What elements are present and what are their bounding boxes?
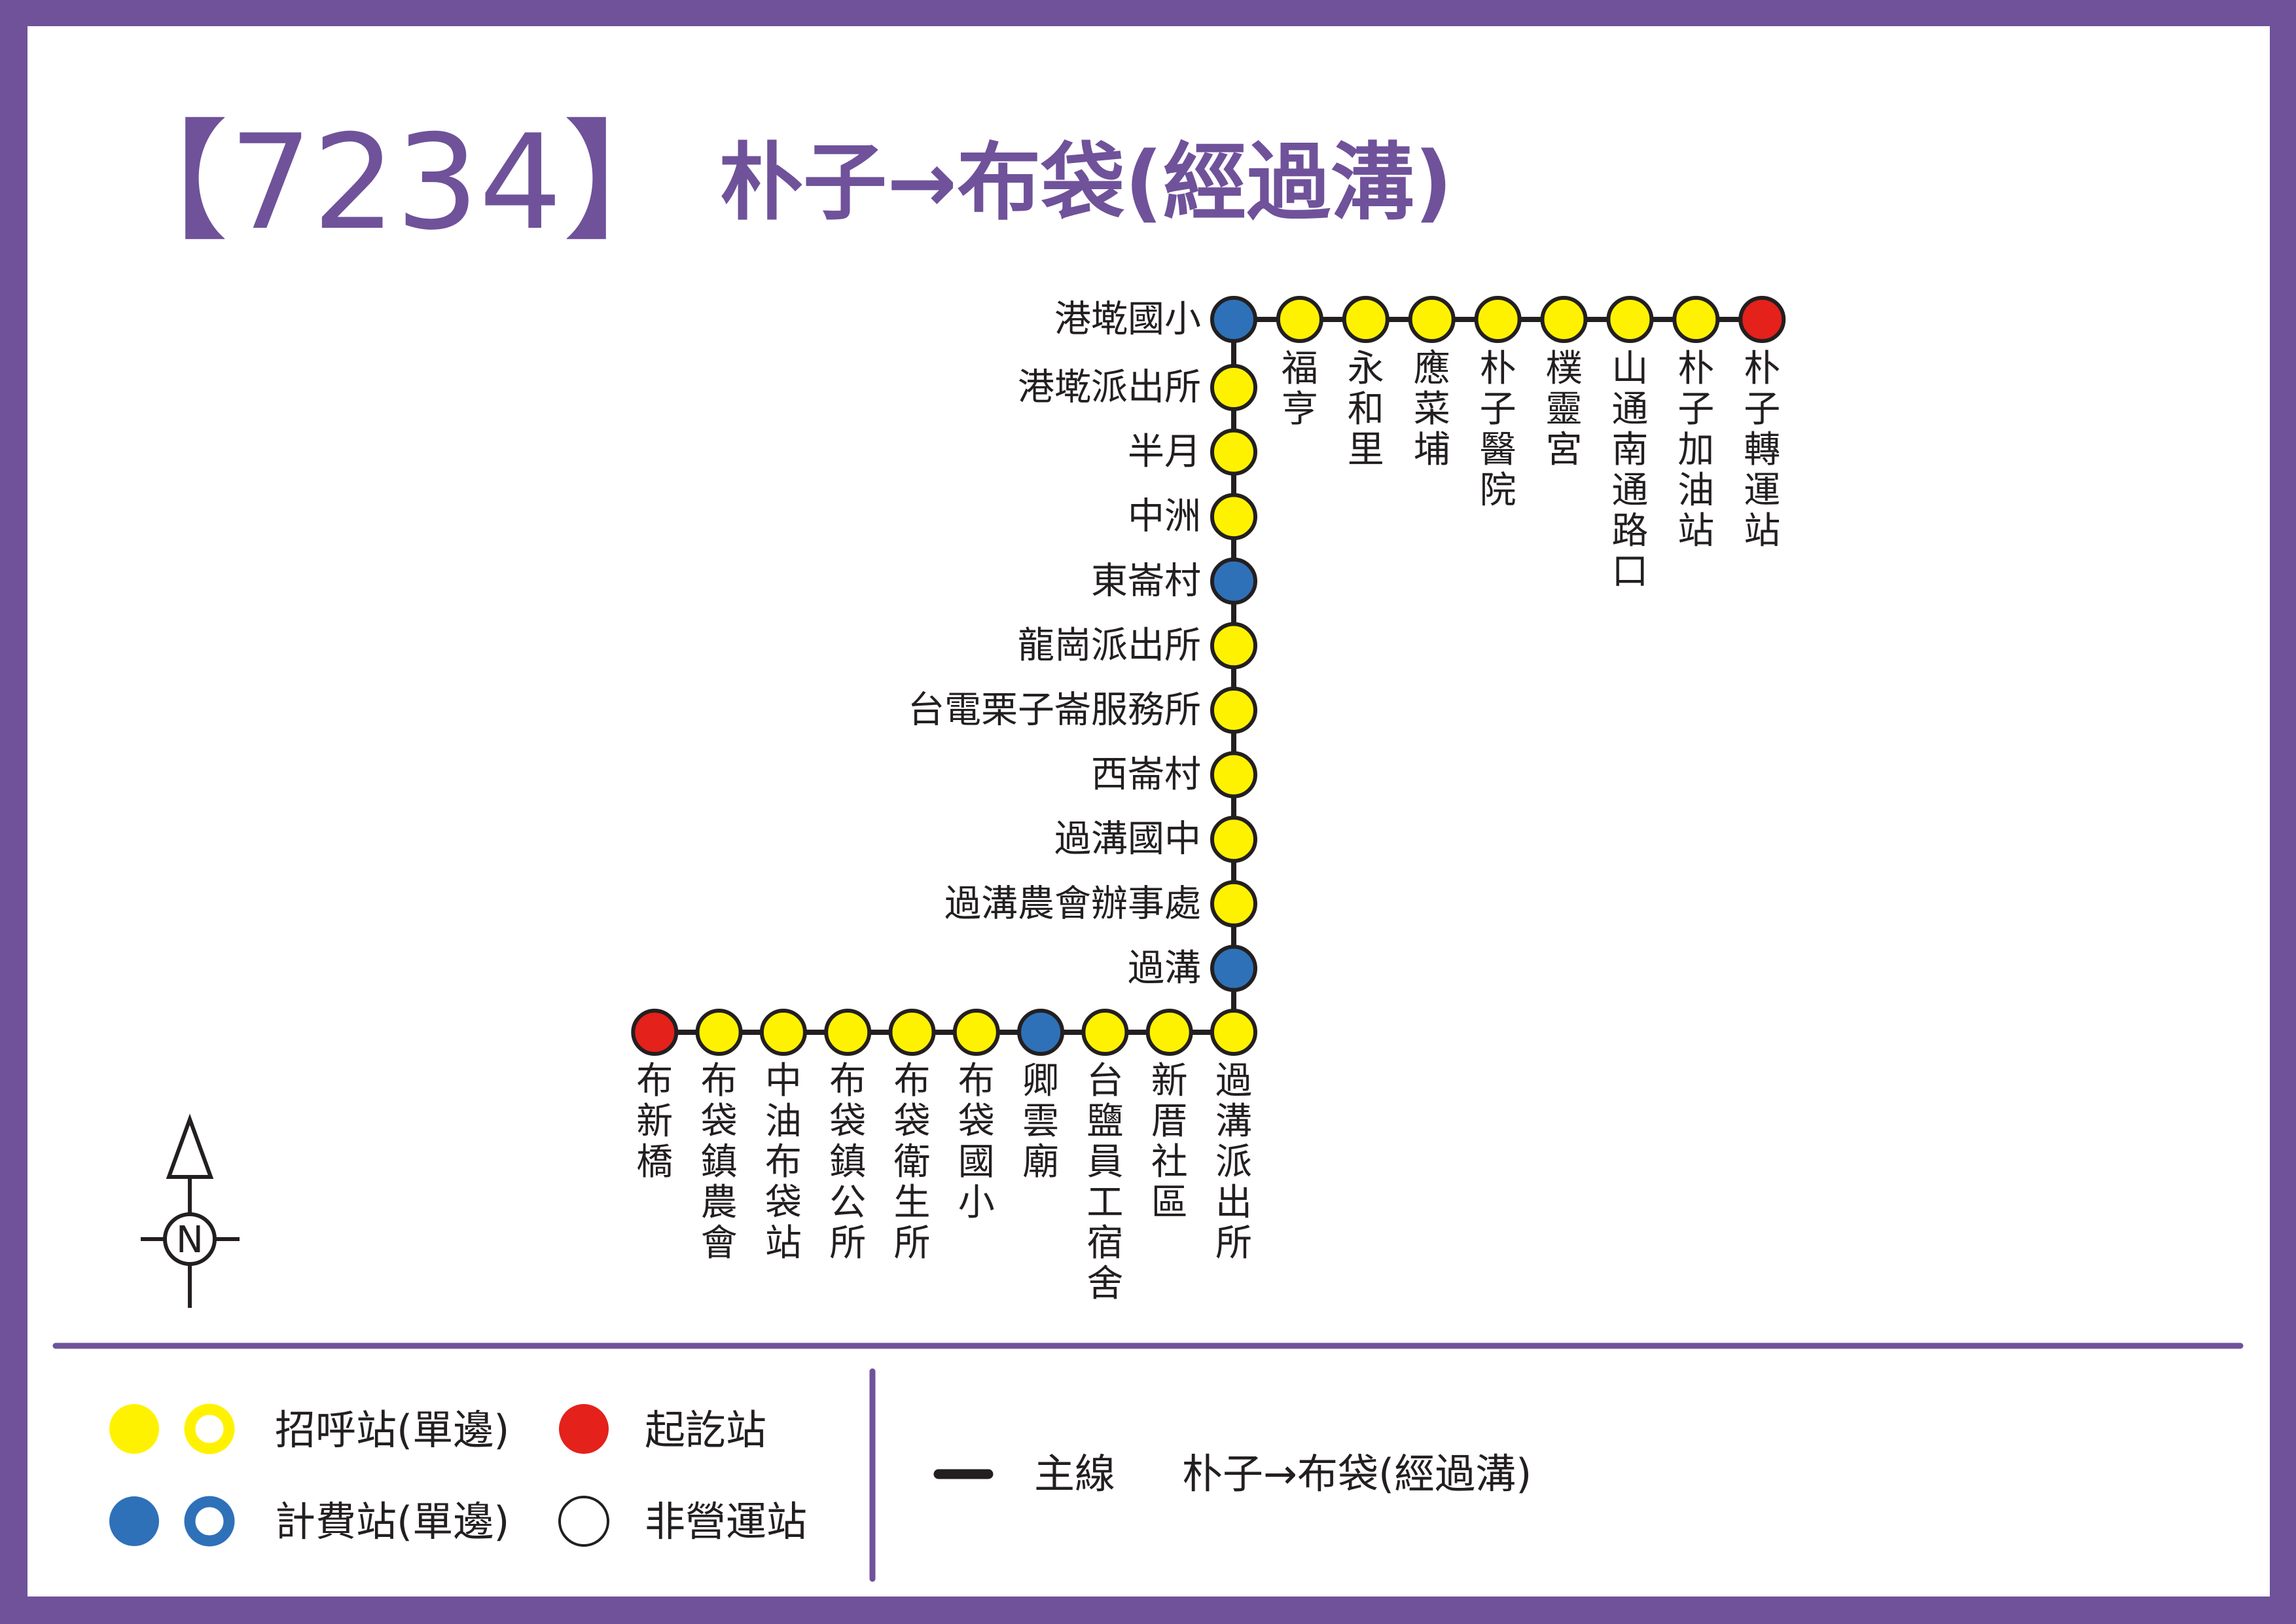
stop-label-過溝農會辦事處: 過溝農會辦事處 (944, 882, 1201, 925)
stop-label-卿雲廟: 卿雲廟 (1022, 1060, 1059, 1183)
legend-flag-stop-label: 招呼站(單邊) (275, 1406, 510, 1454)
stop-marker-過溝農會辦事處 (1210, 880, 1257, 928)
legend-main-line-label: 主線 (1034, 1450, 1116, 1498)
stop-marker-港墘國小 (1210, 296, 1257, 343)
stop-marker-過溝派出所 (1210, 1009, 1257, 1056)
legend-yellow-filled-icon (109, 1404, 159, 1454)
stop-marker-台鹽員工宿舍 (1081, 1009, 1129, 1056)
route-title: 【7234】朴子→布袋(經過溝) (98, 98, 1452, 268)
legend-yellow-ring-icon (184, 1403, 235, 1454)
stop-label-中油布袋站: 中油布袋站 (765, 1060, 802, 1265)
stop-label-港墘派出所: 港墘派出所 (1018, 367, 1201, 409)
north-arrow-icon (166, 1113, 214, 1179)
legend-icons (109, 1403, 994, 1547)
stop-marker-朴子轉運站 (1738, 296, 1786, 343)
stop-marker-過溝 (1210, 945, 1257, 992)
stop-marker-台電栗子崙服務所 (1210, 687, 1257, 734)
stop-label-台電栗子崙服務所: 台電栗子崙服務所 (908, 689, 1201, 732)
legend-fare-stop-label: 計費站(單邊) (275, 1498, 510, 1545)
stop-label-西崙村: 西崙村 (1091, 753, 1201, 796)
stop-label-布袋鎮農會: 布袋鎮農會 (701, 1060, 738, 1265)
stop-label-樸靈宮: 樸靈宮 (1546, 348, 1583, 471)
stops-layer (631, 296, 1786, 1056)
stop-label-福亨: 福亨 (1282, 348, 1318, 431)
stop-marker-福亨 (1276, 296, 1323, 343)
stop-label-台鹽員工宿舍: 台鹽員工宿舍 (1086, 1060, 1123, 1305)
route-line (655, 317, 1762, 1035)
stop-label-新厝社區: 新厝社區 (1151, 1060, 1188, 1224)
stop-marker-過溝國中 (1210, 816, 1257, 863)
stop-marker-新厝社區 (1145, 1009, 1193, 1056)
legend-white-icon (558, 1496, 609, 1547)
route-number: 【7234】 (98, 107, 693, 259)
stop-label-應菜埔: 應菜埔 (1414, 348, 1450, 471)
stop-marker-山通南通路口 (1606, 296, 1654, 343)
stop-label-東崙村: 東崙村 (1091, 560, 1201, 602)
legend-red-icon (559, 1404, 609, 1454)
compass-label: N (176, 1219, 204, 1261)
stop-label-中洲: 中洲 (1128, 496, 1201, 538)
legend-blue-ring-icon (184, 1496, 235, 1547)
stop-marker-布袋鎮公所 (824, 1009, 872, 1056)
stop-label-布袋衛生所: 布袋衛生所 (894, 1060, 931, 1265)
stop-label-布袋國小: 布袋國小 (958, 1060, 995, 1224)
stop-label-布袋鎮公所: 布袋鎮公所 (829, 1060, 866, 1265)
stop-label-港墘國小: 港墘國小 (1054, 298, 1201, 341)
compass-rose: N (141, 1113, 240, 1308)
stop-marker-樸靈宮 (1540, 296, 1588, 343)
stop-marker-朴子醫院 (1474, 296, 1522, 343)
legend-inactive-label: 非營運站 (645, 1498, 808, 1545)
stop-marker-布袋鎮農會 (695, 1009, 743, 1056)
stop-marker-西崙村 (1210, 751, 1257, 799)
stop-marker-中油布袋站 (759, 1009, 807, 1056)
stop-marker-布袋國小 (952, 1009, 1000, 1056)
stop-label-山通南通路口: 山通南通路口 (1611, 348, 1648, 593)
stop-label-永和里: 永和里 (1348, 348, 1384, 471)
stop-marker-半月 (1210, 428, 1257, 476)
stop-label-龍崗派出所: 龍崗派出所 (1018, 624, 1201, 667)
stop-marker-應菜埔 (1408, 296, 1456, 343)
legend-terminal-label: 起訖站 (645, 1406, 767, 1454)
stop-label-過溝派出所: 過溝派出所 (1215, 1060, 1252, 1265)
stop-label-朴子轉運站: 朴子轉運站 (1744, 348, 1780, 552)
stop-marker-卿雲廟 (1017, 1009, 1065, 1056)
stop-marker-龍崗派出所 (1210, 622, 1257, 670)
stop-label-過溝: 過溝 (1128, 947, 1201, 990)
route-name: 朴子→布袋(經過溝) (719, 134, 1453, 232)
stop-marker-中洲 (1210, 493, 1257, 541)
stop-marker-布袋衛生所 (888, 1009, 936, 1056)
stop-marker-朴子加油站 (1672, 296, 1720, 343)
stop-marker-東崙村 (1210, 557, 1257, 605)
legend-blue-filled-icon (109, 1496, 159, 1546)
stop-marker-港墘派出所 (1210, 364, 1257, 411)
stop-label-半月: 半月 (1128, 431, 1201, 473)
stop-label-布新橋: 布新橋 (636, 1060, 673, 1183)
stop-label-朴子加油站: 朴子加油站 (1677, 348, 1714, 552)
stop-marker-永和里 (1342, 296, 1390, 343)
stop-label-過溝國中: 過溝國中 (1054, 818, 1201, 861)
compass-circle (163, 1212, 217, 1266)
stop-label-朴子醫院: 朴子醫院 (1480, 348, 1516, 512)
legend-main-line-route: 朴子→布袋(經過溝) (1182, 1450, 1532, 1498)
stop-marker-布新橋 (631, 1009, 679, 1056)
